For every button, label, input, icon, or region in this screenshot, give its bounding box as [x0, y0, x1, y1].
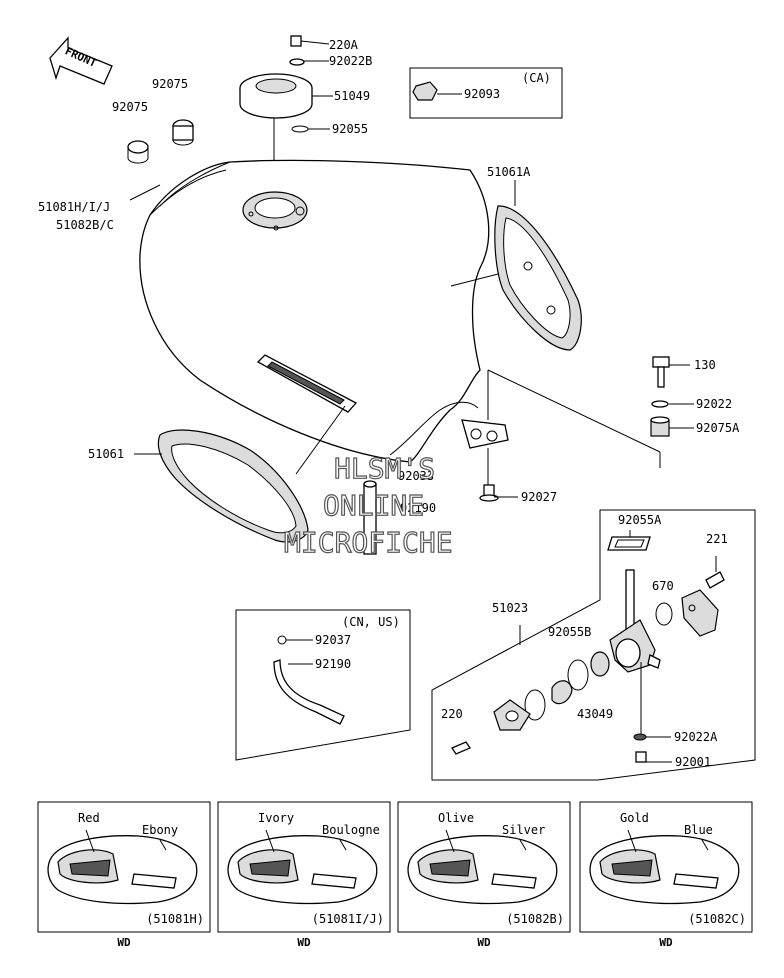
fuel-tank-body: [139, 159, 661, 475]
label-51081: 51081H/I/J: [38, 200, 110, 214]
label-92190-center: 92190: [400, 501, 436, 515]
panel-part-code: (51082C): [688, 912, 746, 926]
label-51049: 51049: [334, 89, 370, 103]
label-92190: 92190: [315, 657, 351, 671]
label-92027: 92027: [521, 490, 557, 504]
label-92037: 92037: [315, 633, 351, 647]
panel-part-code: (51082B): [506, 912, 564, 926]
nut-92093: [412, 81, 438, 101]
label-92093: 92093: [464, 87, 500, 101]
label-92075A: 92075A: [696, 421, 740, 435]
label-670: 670: [652, 579, 674, 593]
panel-footer: WD: [117, 936, 131, 949]
panel-left-color: Olive: [438, 811, 474, 825]
side-cover-51061: [157, 429, 309, 543]
label-220A: 220A: [329, 38, 359, 52]
label-221: 221: [706, 532, 728, 546]
panel-right-color: Boulogne: [322, 823, 380, 837]
panel-part-code: (51081H): [146, 912, 204, 926]
panel-right-color: Ebony: [142, 823, 178, 837]
panel-part-code: (51081I/J): [312, 912, 384, 926]
label-92033-center: 92033: [398, 469, 434, 483]
label-130: 130: [694, 358, 716, 372]
panel-right-color: Blue: [684, 823, 713, 837]
label-92075-a: 92075: [152, 77, 188, 91]
side-cover-51061A: [494, 205, 582, 351]
center-hose: [363, 480, 377, 555]
watermark-line-1: HLSM'S: [334, 452, 435, 485]
label-92055B: 92055B: [548, 625, 591, 639]
label-92022A: 92022A: [674, 730, 718, 744]
label-220: 220: [441, 707, 463, 721]
label-43049: 43049: [577, 707, 613, 721]
watermark-line-3: MICROFICHE: [284, 526, 453, 559]
leader-lines: [129, 40, 694, 763]
label-51023: 51023: [492, 601, 528, 615]
grommet-92027: [479, 448, 499, 502]
panel-footer: WD: [659, 936, 673, 949]
label-ca: (CA): [522, 71, 551, 85]
panel-footer: WD: [297, 936, 311, 949]
label-92022B: 92022B: [329, 54, 372, 68]
fuel-cock-group-51023: [431, 509, 756, 781]
label-92055A: 92055A: [618, 513, 662, 527]
label-51061A: 51061A: [487, 165, 531, 179]
label-92001: 92001: [675, 755, 711, 769]
panel-left-color: Gold: [620, 811, 649, 825]
label-92022: 92022: [696, 397, 732, 411]
fuel-cap-51049: [239, 35, 313, 196]
rubber-damper-92075: [127, 119, 194, 164]
label-cn-us: (CN, US): [342, 615, 400, 629]
label-51082: 51082B/C: [56, 218, 114, 232]
panel-left-color: Red: [78, 811, 100, 825]
front-arrow-icon: FRONT: [49, 36, 113, 85]
watermark-line-2: ONLINE: [323, 489, 424, 522]
panel-left-color: Ivory: [258, 811, 294, 825]
bolt-130-stack: [650, 356, 670, 437]
panel-right-color: Silver: [502, 823, 545, 837]
label-51061: 51061: [88, 447, 124, 461]
label-92075-b: 92075: [112, 100, 148, 114]
label-92055: 92055: [332, 122, 368, 136]
panel-footer: WD: [477, 936, 491, 949]
